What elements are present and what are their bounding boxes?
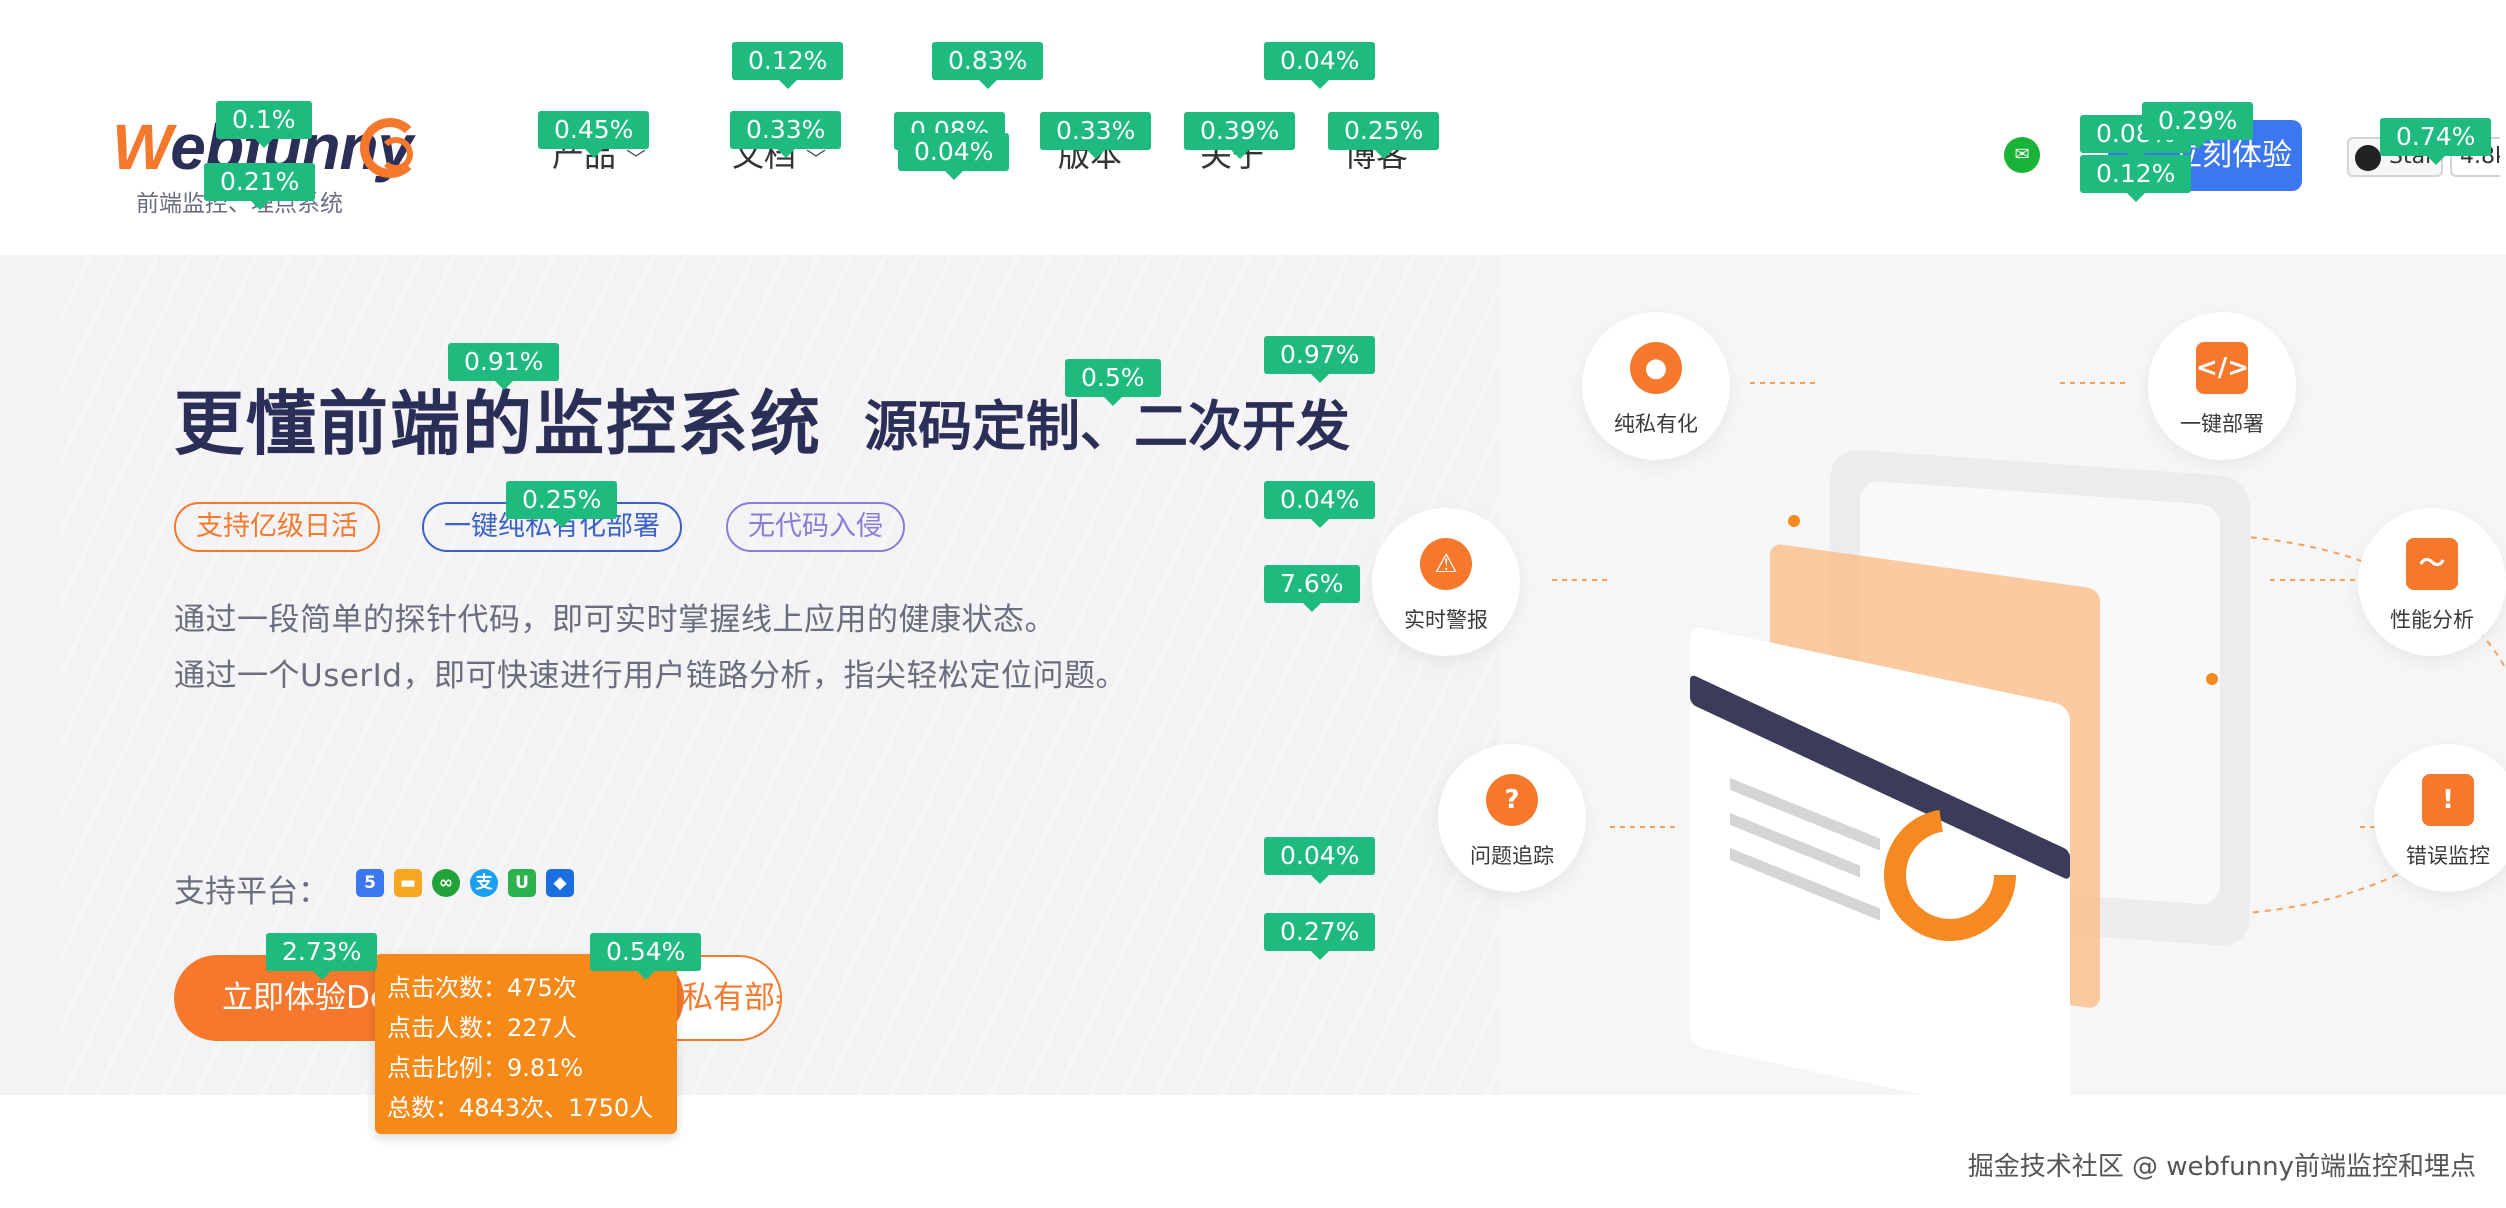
- warning-icon: !: [2422, 774, 2474, 826]
- tooltip-total: 总数：4843次、1750人: [387, 1094, 654, 1122]
- click-rate-badge: 0.74%: [2380, 118, 2492, 165]
- click-rate-badge: 0.29%: [2142, 102, 2254, 149]
- click-rate-badge: 0.39%: [1184, 112, 1296, 159]
- click-rate-badge: 0.33%: [1040, 112, 1152, 159]
- illustration-svg: [1552, 382, 2506, 1095]
- feature-tracking: ? 问题追踪: [1438, 744, 1586, 892]
- platform-label: 支持平台：: [174, 874, 329, 910]
- tooltip-users: 点击人数：227人: [387, 1014, 577, 1042]
- click-rate-badge: 0.1%: [216, 101, 312, 148]
- tooltip-clicks: 点击次数：475次: [387, 974, 577, 1002]
- user-icon: ●: [1630, 342, 1682, 394]
- click-rate-badge: 0.27%: [1264, 913, 1376, 960]
- chevron-down-icon: ﹀: [626, 147, 647, 171]
- logo-w: W: [112, 111, 171, 183]
- click-rate-badge: 0.25%: [506, 481, 618, 528]
- click-rate-badge: 0.83%: [932, 42, 1044, 89]
- click-stats-tooltip: 点击次数：475次 点击人数：227人 点击比例：9.81% 总数：4843次、…: [375, 954, 677, 1134]
- taro-icon: ◆: [546, 869, 574, 897]
- feature-error: ! 错误监控: [2374, 744, 2506, 892]
- footer-credit: 掘金技术社区 @ webfunny前端监控和埋点: [1967, 1152, 2476, 1182]
- click-rate-badge: 0.12%: [732, 42, 844, 89]
- feature-performance: 〜 性能分析: [2358, 508, 2506, 656]
- hero-title: 更懂前端的监控系统: [174, 383, 822, 465]
- tag-no-code: 无代码入侵: [726, 502, 905, 552]
- chevron-down-icon: ﹀: [806, 147, 827, 171]
- click-rate-badge: 0.04%: [1264, 481, 1376, 528]
- feature-label: 错误监控: [2406, 844, 2490, 868]
- feature-label: 纯私有化: [1614, 412, 1698, 436]
- github-icon: [2355, 145, 2381, 171]
- wechat-icon[interactable]: ✉: [2004, 137, 2040, 173]
- click-rate-badge: 0.91%: [448, 343, 560, 390]
- logo-signal-icon: [360, 118, 420, 178]
- alipay-icon: 支: [470, 869, 498, 897]
- gitee-icon: ▬: [394, 869, 422, 897]
- hero-description-2: 通过一个UserId，即可快速进行用户链路分析，指尖轻松定位问题。: [174, 658, 1127, 694]
- click-rate-badge: 0.21%: [204, 163, 316, 210]
- tooltip-ratio: 点击比例：9.81%: [387, 1054, 584, 1082]
- click-rate-badge: 0.33%: [730, 111, 842, 158]
- click-rate-badge: 0.45%: [538, 111, 650, 158]
- feature-label: 一键部署: [2180, 412, 2264, 436]
- feature-alarm: ⚠ 实时警报: [1372, 508, 1520, 656]
- click-rate-badge: 0.04%: [1264, 42, 1376, 89]
- html5-icon: 5: [356, 869, 384, 897]
- feature-deploy: </> 一键部署: [2148, 312, 2296, 460]
- click-rate-badge: 0.97%: [1264, 336, 1376, 383]
- question-icon: ?: [1486, 774, 1538, 826]
- tag-billion-dau: 支持亿级日活: [174, 502, 380, 552]
- hero-description-1: 通过一段简单的探针代码，即可实时掌握线上应用的健康状态。: [174, 602, 1056, 638]
- click-rate-badge: 0.04%: [1264, 837, 1376, 884]
- code-icon: </>: [2196, 342, 2249, 394]
- wechat-miniprogram-icon: ∞: [432, 869, 460, 897]
- feature-label: 性能分析: [2390, 608, 2474, 632]
- pulse-icon: 〜: [2406, 538, 2458, 590]
- click-rate-badge: 0.25%: [1328, 112, 1440, 159]
- feature-private: ● 纯私有化: [1582, 312, 1730, 460]
- click-rate-badge: 2.73%: [266, 933, 378, 980]
- click-rate-badge: 0.5%: [1065, 359, 1161, 406]
- click-rate-badge: 0.04%: [898, 133, 1010, 180]
- click-rate-badge: 7.6%: [1264, 565, 1360, 612]
- click-rate-badge: 0.12%: [2080, 155, 2192, 202]
- alarm-icon: ⚠: [1420, 538, 1472, 590]
- click-rate-badge: 0.54%: [590, 933, 702, 980]
- feature-label: 实时警报: [1404, 608, 1488, 632]
- feature-label: 问题追踪: [1470, 844, 1554, 868]
- uniapp-icon: U: [508, 869, 536, 897]
